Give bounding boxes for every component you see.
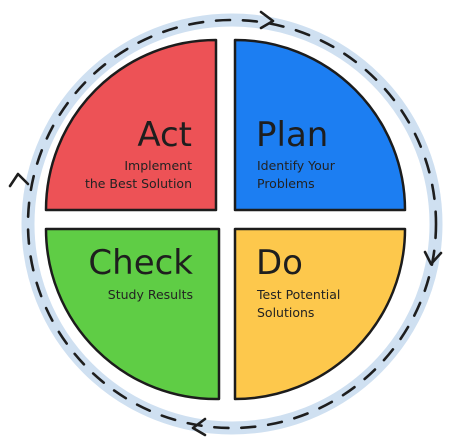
- cycle-ring-dashes: [26, 18, 438, 430]
- arrow-head-bottom-icon: [191, 417, 207, 437]
- quadrant-plan-description-line-2: Problems: [257, 176, 315, 191]
- cycle-arrowheads: [8, 10, 443, 437]
- quadrant-do-description-line-1: Test Potential: [256, 287, 340, 302]
- quadrant-act-description-line-1: Implement: [124, 158, 192, 173]
- quadrant-check: Check Study Results: [44, 227, 221, 401]
- quadrant-act-title: Act: [137, 115, 192, 155]
- quadrant-plan: Plan Identify Your Problems: [233, 38, 407, 212]
- arrow-head-top-icon: [259, 10, 275, 30]
- quadrant-do-title: Do: [256, 243, 303, 283]
- quadrant-do-description-line-2: Solutions: [257, 305, 314, 320]
- quadrant-plan-description-line-1: Identify Your: [257, 158, 336, 173]
- quadrant-act-description-line-2: the Best Solution: [85, 176, 192, 191]
- arrow-head-left-icon: [8, 172, 30, 188]
- quadrant-act-shape: [44, 38, 218, 212]
- quadrant-act: Act Implement the Best Solution: [44, 38, 218, 212]
- cycle-ring-halo: [21, 13, 443, 435]
- cycle-ring: [21, 13, 443, 435]
- quadrant-check-title: Check: [88, 243, 193, 283]
- quadrant-check-shape: [44, 227, 221, 401]
- quadrant-plan-shape: [233, 38, 407, 212]
- arrow-head-right-icon: [423, 250, 443, 266]
- quadrant-do-shape: [233, 227, 407, 401]
- quadrant-plan-title: Plan: [256, 115, 328, 155]
- quadrant-check-description-line-1: Study Results: [108, 287, 193, 302]
- quadrant-do: Do Test Potential Solutions: [233, 227, 407, 401]
